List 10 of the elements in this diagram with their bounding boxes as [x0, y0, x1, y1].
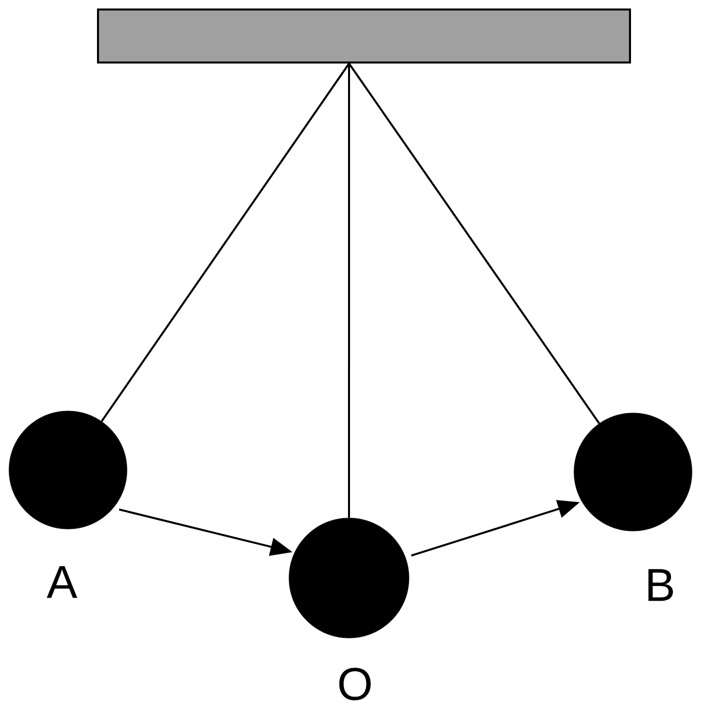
point-label: B — [648, 569, 673, 601]
string-line — [348, 62, 600, 424]
point-label: A — [46, 566, 78, 598]
string-line — [100, 62, 350, 422]
string-line — [348, 64, 350, 518]
pendulum-bob — [288, 518, 410, 638]
pendulum-bob — [8, 410, 128, 530]
support-bar — [97, 8, 631, 64]
point-label: O — [339, 668, 371, 700]
pendulum-bob — [574, 412, 692, 532]
